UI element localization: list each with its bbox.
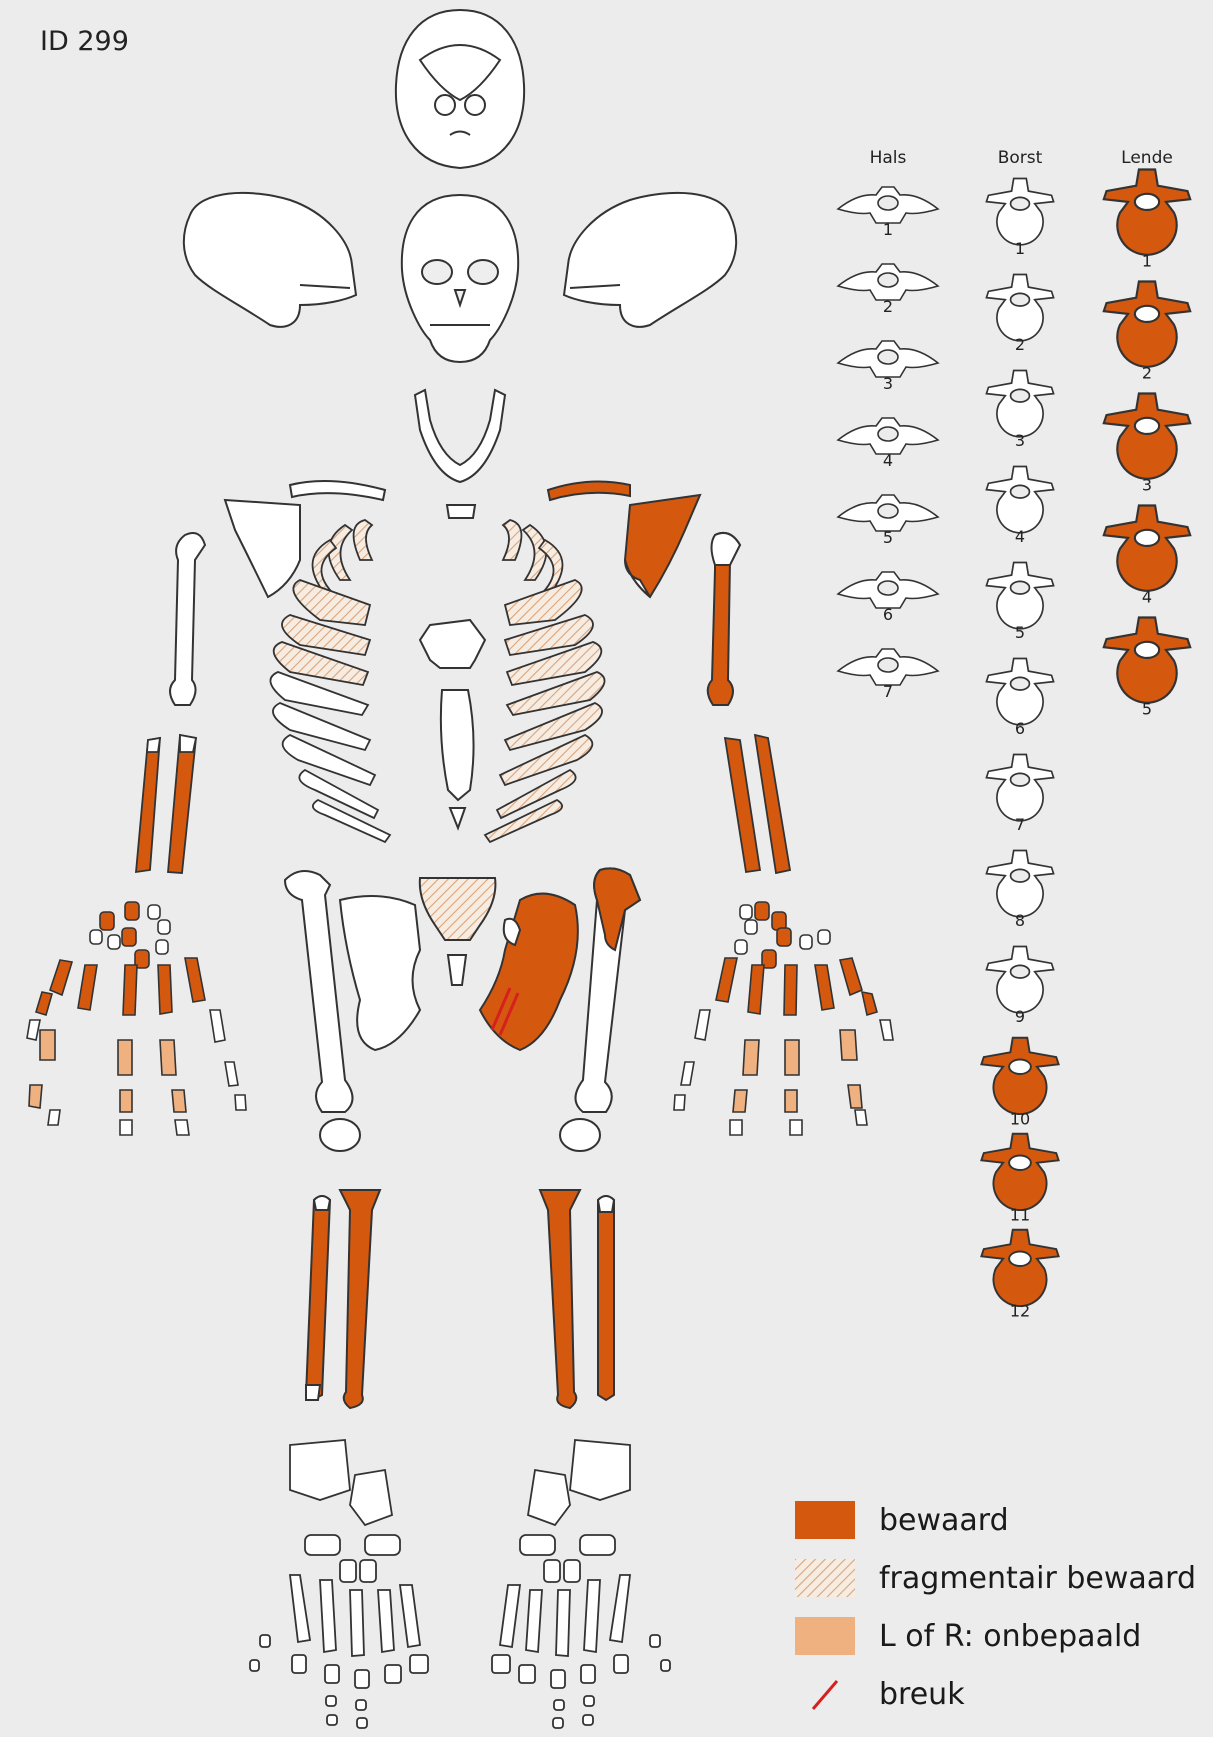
legend-item-undetermined: L of R: onbepaald <box>795 1616 1141 1656</box>
vertebral-column: Hals1234567Borst123456789101112Lende1234… <box>838 148 1190 1321</box>
right-scapula <box>225 500 300 597</box>
vertebra <box>986 467 1053 533</box>
vertebra-number: 1 <box>883 220 893 239</box>
vertebra <box>981 1230 1058 1306</box>
left-ribs <box>485 520 605 842</box>
left-scapula <box>625 495 700 597</box>
vertebra-number: 4 <box>1015 527 1025 546</box>
vertebra <box>1104 394 1190 479</box>
vertebra-number: 3 <box>1142 476 1152 495</box>
legend-swatch-undetermined <box>795 1617 855 1655</box>
legend-label: breuk <box>879 1677 965 1712</box>
vertebra <box>838 187 938 223</box>
specimen-id: ID 299 <box>40 26 129 57</box>
vertebra <box>1104 618 1190 703</box>
vertebra-number: 5 <box>1142 700 1152 719</box>
right-hand <box>27 902 246 1135</box>
spine-column-label: Lende <box>1121 148 1173 168</box>
vertebra-number: 7 <box>883 682 893 701</box>
vertebra-number: 10 <box>1010 1110 1030 1129</box>
legend-item-preserved: bewaard <box>795 1500 1009 1540</box>
skull-inferior-view <box>396 10 524 168</box>
vertebra <box>986 851 1053 917</box>
vertebra-number: 1 <box>1015 239 1025 258</box>
vertebra <box>981 1134 1058 1210</box>
legend-item-fracture: breuk <box>795 1674 965 1714</box>
right-hip-bone <box>340 896 420 1050</box>
sternum <box>420 620 485 828</box>
right-forearm <box>136 735 196 873</box>
skull-left-lateral-view <box>564 193 736 327</box>
vertebra-number: 6 <box>883 605 893 624</box>
skull-right-lateral-view <box>184 193 356 327</box>
vertebra-number: 5 <box>883 528 893 547</box>
vertebra-number: 5 <box>1015 623 1025 642</box>
vertebra <box>838 264 938 300</box>
vertebra <box>986 275 1053 341</box>
vertebra <box>986 371 1053 437</box>
left-hip-bone <box>480 894 578 1050</box>
vertebra-number: 4 <box>883 451 893 470</box>
vertebra <box>986 947 1053 1013</box>
vertebra-number: 9 <box>1015 1007 1025 1026</box>
left-clavicle <box>548 481 630 500</box>
vertebra-number: 1 <box>1142 252 1152 271</box>
vertebra-number: 3 <box>883 374 893 393</box>
vertebra-number: 3 <box>1015 431 1025 450</box>
skull-frontal-view <box>402 195 518 362</box>
vertebra <box>838 341 938 377</box>
legend-label: fragmentair bewaard <box>879 1561 1196 1596</box>
vertebra <box>838 572 938 608</box>
left-forearm <box>725 735 790 873</box>
vertebra-number: 11 <box>1010 1206 1030 1225</box>
vertebra <box>1104 506 1190 591</box>
vertebra-number: 7 <box>1015 815 1025 834</box>
fracture-line-icon <box>795 1675 855 1713</box>
vertebra-number: 2 <box>883 297 893 316</box>
vertebra <box>838 649 938 685</box>
legend-label: bewaard <box>879 1503 1009 1538</box>
right-clavicle <box>290 481 385 500</box>
vertebra-number: 4 <box>1142 588 1152 607</box>
vertebra <box>838 418 938 454</box>
legend-swatch-fragmentary <box>795 1559 855 1597</box>
vertebra <box>1104 282 1190 367</box>
right-humerus <box>170 533 205 705</box>
vertebra <box>986 659 1053 725</box>
vertebra <box>986 563 1053 629</box>
vertebra-number: 12 <box>1010 1302 1030 1321</box>
vertebra-number: 2 <box>1015 335 1025 354</box>
right-foot <box>250 1440 428 1728</box>
legend-item-fragmentary: fragmentair bewaard <box>795 1558 1196 1598</box>
spine-column-label: Hals <box>870 148 907 168</box>
vertebra <box>986 179 1053 245</box>
left-humerus <box>708 533 740 705</box>
left-foot <box>492 1440 670 1728</box>
vertebra <box>1104 170 1190 255</box>
spine-column-label: Borst <box>998 148 1043 168</box>
left-lower-leg <box>540 1190 614 1408</box>
sternum-manubrium-small <box>447 505 475 518</box>
vertebra-number: 6 <box>1015 719 1025 738</box>
sacrum <box>420 878 496 985</box>
vertebra <box>981 1038 1058 1114</box>
legend-swatch-preserved <box>795 1501 855 1539</box>
vertebra-number: 2 <box>1142 364 1152 383</box>
vertebra-number: 8 <box>1015 911 1025 930</box>
right-lower-leg <box>306 1190 380 1408</box>
vertebra <box>838 495 938 531</box>
mandible <box>415 390 505 482</box>
legend-label: L of R: onbepaald <box>879 1619 1141 1654</box>
vertebra <box>986 755 1053 821</box>
left-hand <box>674 902 893 1135</box>
